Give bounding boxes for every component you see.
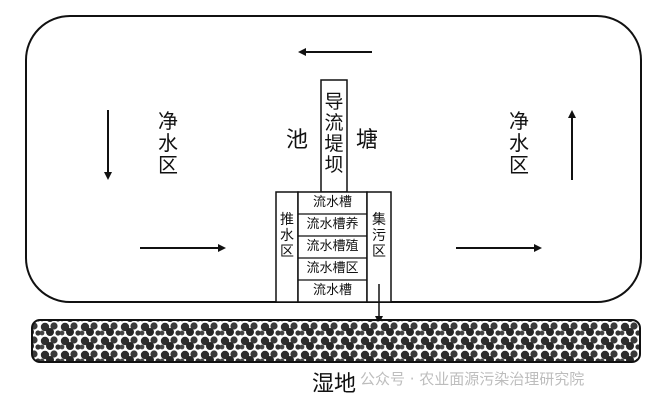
channel-row-3: 流水槽殖 bbox=[306, 239, 359, 254]
channel-block bbox=[297, 191, 368, 303]
channel-row-5: 流水槽 bbox=[312, 283, 352, 298]
pond-label-left: 池 bbox=[286, 128, 309, 153]
collect-zone-box bbox=[366, 191, 392, 303]
channel-row-4: 流水槽区 bbox=[306, 261, 359, 276]
clean-zone-left-label: 净水区 bbox=[158, 109, 178, 177]
wetland-strip bbox=[31, 319, 641, 363]
clean-zone-right-label: 净水区 bbox=[509, 109, 529, 177]
wetland-label: 湿地 bbox=[312, 372, 357, 397]
collect-zone-label: 集污区 bbox=[372, 212, 386, 260]
channel-row-2: 流水槽养 bbox=[306, 217, 359, 232]
channel-row-1: 流水槽 bbox=[312, 195, 352, 210]
push-zone-label: 推水区 bbox=[280, 212, 294, 260]
guide-dam-label: 导流堤坝 bbox=[324, 91, 344, 176]
pond-label-right: 塘 bbox=[356, 128, 379, 153]
watermark: 公众号 · 农业面源污染治理研究院 bbox=[360, 370, 585, 388]
